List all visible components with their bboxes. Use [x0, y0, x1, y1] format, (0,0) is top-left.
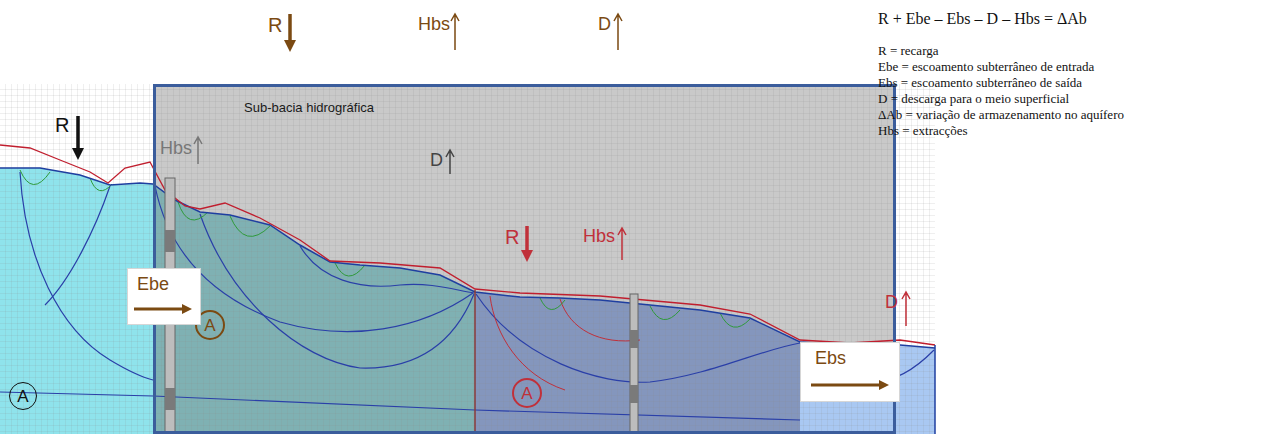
well-screen: [165, 388, 175, 410]
arrow-head: [182, 304, 192, 314]
arrow: [902, 292, 910, 326]
arrow-head: [521, 250, 533, 262]
arrow: [614, 14, 622, 50]
aquifer-symbol: A: [521, 385, 532, 402]
definition: ΔAb = variação de armazenamento no aquíf…: [878, 108, 1124, 123]
water-table: [0, 168, 935, 348]
arrow-head: [879, 380, 889, 390]
flow-line: [0, 392, 800, 420]
well-screen: [630, 330, 638, 348]
aquifer-symbol: A: [17, 388, 28, 405]
arrow-head: [284, 40, 296, 52]
arrow-shaft: [134, 308, 184, 311]
definition: R = recarga: [878, 44, 939, 59]
recharge-symbol: R: [55, 114, 69, 137]
outflow-box: Ebs: [800, 342, 900, 402]
flow-arc: [20, 170, 50, 185]
discharge-arrow: [614, 14, 622, 50]
flow-line: [560, 299, 640, 341]
discharge-symbol: D: [430, 150, 443, 171]
discharge-arrow: [446, 150, 454, 174]
flow-line: [490, 296, 565, 390]
well-screen: [630, 385, 638, 403]
balance-equation: R + Ebe – Ebs – D – Hbs = ΔAb: [878, 10, 1087, 28]
definition: Ebe = escoamento subterrâneo de entrada: [878, 60, 1094, 75]
extraction-symbol: Hbs: [418, 14, 450, 35]
discharge-symbol: D: [598, 14, 611, 35]
discharge-symbol: D: [885, 292, 898, 313]
flow-arc: [540, 298, 565, 310]
recharge-symbol: R: [505, 226, 519, 249]
definition: Hbs = extracções: [878, 124, 968, 139]
extraction-arrow: [618, 228, 626, 260]
sub-basin-region: Sub-bacia hidrográficaA A: [153, 84, 896, 434]
arrow-head: [72, 148, 84, 160]
local-flow-arcs: [20, 170, 855, 355]
flow-symbol: Ebs: [815, 348, 846, 369]
arrow: [618, 228, 626, 260]
flow-line: [200, 214, 474, 368]
extraction-symbol: Hbs: [160, 138, 192, 159]
aquifer-circle: A: [9, 382, 37, 410]
definition: Ebs = escoamento subterrâneo de saída: [878, 76, 1082, 91]
aquifer-divide: [474, 290, 476, 434]
well-casing: [630, 294, 638, 434]
aquifer-boundary: [934, 345, 936, 434]
flow-lines: [0, 172, 934, 420]
recharge-arrow: [284, 14, 296, 52]
recharge-symbol: R: [268, 14, 282, 37]
extraction-symbol: Hbs: [583, 226, 615, 247]
inflow-box: Ebe: [127, 268, 201, 325]
arrow-shaft: [525, 226, 529, 252]
model-grid: [0, 84, 935, 434]
arrow: [194, 137, 202, 164]
recharge-arrow: [72, 116, 84, 160]
aquifer-symbol: A: [204, 317, 215, 334]
flow-line: [45, 186, 110, 305]
local-flow-lines: [490, 296, 640, 390]
arrow-shaft: [288, 14, 292, 42]
recharge-arrow: [521, 226, 533, 262]
extraction-arrow: [194, 137, 202, 164]
flow-arc: [230, 216, 270, 236]
definition: D = descarga para o meio superficial: [878, 92, 1069, 107]
arrow-shaft: [811, 384, 881, 387]
flow-line: [300, 246, 474, 293]
arrow: [451, 14, 459, 50]
arrow-shaft: [76, 116, 80, 150]
region-title: Sub-bacia hidrográfica: [244, 101, 374, 116]
flow-symbol: Ebe: [137, 274, 169, 295]
well-screen: [165, 230, 175, 252]
extraction-arrow: [451, 14, 459, 50]
discharge-arrow: [902, 292, 910, 326]
well-right: [630, 294, 638, 434]
terrain-line: [0, 145, 935, 345]
arrow: [446, 150, 454, 174]
aquifer-circle: A: [512, 378, 542, 408]
